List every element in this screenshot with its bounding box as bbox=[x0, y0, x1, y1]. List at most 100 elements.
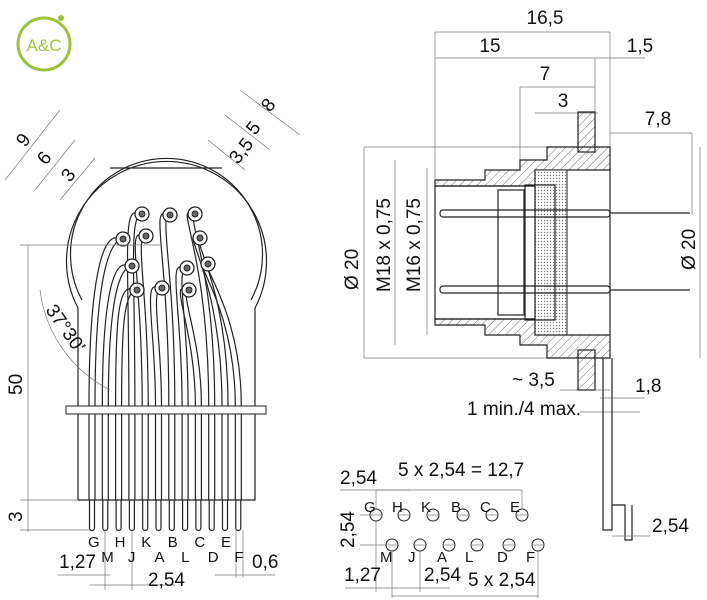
trace bbox=[101, 264, 130, 407]
dim-diameter-left: Ø 20 bbox=[342, 249, 363, 290]
dim-3-5: 3,5 bbox=[225, 134, 258, 168]
solder-pin bbox=[102, 500, 109, 532]
solder-pin bbox=[182, 500, 189, 532]
dim-3-5-side: ~ 3,5 bbox=[512, 370, 555, 391]
pcb-label: M bbox=[380, 549, 393, 566]
trace bbox=[149, 286, 160, 407]
dim-1-5: 1,5 bbox=[627, 36, 653, 57]
dim-height: 50 bbox=[6, 374, 27, 395]
contact-hole-center bbox=[185, 286, 193, 294]
trace bbox=[115, 288, 135, 407]
solder-pin bbox=[155, 500, 162, 532]
contact-hole-center bbox=[166, 211, 174, 219]
pin-label: M bbox=[101, 549, 114, 566]
pcb-label: C bbox=[480, 499, 491, 516]
contact-hole-center bbox=[158, 284, 166, 292]
pcb-row-pitch: 2,54 bbox=[340, 468, 377, 489]
trace bbox=[121, 289, 141, 407]
contact-hole-center bbox=[196, 234, 204, 242]
pcb-total: 5 x 2,54 = 12,7 bbox=[398, 460, 524, 481]
pin-traces bbox=[88, 212, 242, 500]
pin-label: C bbox=[194, 534, 205, 551]
pin-label: B bbox=[168, 534, 178, 551]
solder-pin bbox=[115, 500, 122, 532]
solder-pin bbox=[168, 500, 175, 532]
pin-label: L bbox=[181, 549, 189, 566]
pcb-label: A bbox=[437, 549, 447, 566]
dim-7-8: 7,8 bbox=[645, 109, 671, 130]
pcb-offset: 1,27 bbox=[344, 565, 381, 586]
pin-label: G bbox=[88, 534, 100, 551]
dim-8: 8 bbox=[257, 95, 280, 116]
pin-label: H bbox=[115, 534, 126, 551]
trace bbox=[175, 266, 185, 407]
logo: A&C bbox=[16, 15, 72, 72]
dim-2-54: 2,54 bbox=[148, 570, 185, 591]
pcb-label: E bbox=[510, 499, 520, 516]
trace bbox=[88, 237, 121, 407]
pcb-label: B bbox=[451, 499, 461, 516]
contact-hole-center bbox=[142, 232, 150, 240]
trace bbox=[159, 213, 170, 407]
pcb-label: D bbox=[497, 549, 508, 566]
dim-thread-inner: M16 x 0,75 bbox=[404, 198, 425, 292]
contact-holes bbox=[115, 206, 216, 298]
contact-hole-center bbox=[133, 286, 141, 294]
pcb-label: K bbox=[421, 499, 431, 516]
dim-3-angled: 3 bbox=[57, 165, 80, 186]
trace bbox=[155, 287, 166, 407]
dim-5: 5 bbox=[242, 118, 265, 139]
pcb-label: G bbox=[364, 499, 376, 516]
pin-label: E bbox=[221, 534, 231, 551]
dim-1-27: 1,27 bbox=[59, 552, 96, 573]
pcb-label: F bbox=[526, 549, 535, 566]
dim-bracket: 2,54 bbox=[652, 516, 689, 537]
pin-label: F bbox=[234, 549, 243, 566]
dim-1-8: 1,8 bbox=[635, 376, 661, 397]
dim-6: 6 bbox=[33, 148, 56, 169]
pin-label: D bbox=[208, 549, 219, 566]
contact-hole-center bbox=[128, 262, 136, 270]
solder-pin bbox=[221, 500, 229, 532]
solder-pin bbox=[142, 500, 149, 532]
solder-pin bbox=[235, 500, 242, 532]
dim-3: 3 bbox=[558, 91, 569, 112]
dim-0-6: 0,6 bbox=[252, 552, 278, 573]
pcb-row-spacing: 2,54 bbox=[338, 511, 359, 548]
dim-angle: 37°30' bbox=[41, 301, 89, 357]
contact-hole-center bbox=[191, 210, 199, 218]
solder-pin bbox=[88, 500, 96, 532]
pcb-label: J bbox=[408, 549, 416, 566]
trace bbox=[126, 212, 140, 407]
dim-15: 15 bbox=[479, 36, 500, 57]
pin-label: A bbox=[155, 549, 165, 566]
dim-panel: 1 min./4 max. bbox=[467, 399, 581, 420]
logo-text: A&C bbox=[27, 36, 62, 55]
solder-pin bbox=[208, 500, 215, 532]
trace bbox=[185, 289, 202, 407]
pin-label: J bbox=[128, 549, 135, 566]
pcb-total-bottom: 5 x 2,54 bbox=[468, 570, 536, 591]
solder-pins bbox=[88, 500, 242, 532]
dim-16-5: 16,5 bbox=[527, 8, 564, 29]
contact-hole-center bbox=[119, 235, 127, 243]
dim-diameter-right: Ø 20 bbox=[679, 229, 700, 270]
contact-hole-center bbox=[204, 260, 212, 268]
pcb-pitch-bottom: 2,54 bbox=[424, 565, 461, 586]
side-view: 16,5 15 1,5 7 3 7,8 Ø 20 M18 x 0,75 M16 … bbox=[342, 8, 701, 541]
dim-7: 7 bbox=[540, 64, 551, 85]
dim-pin-length: 3 bbox=[6, 511, 27, 522]
trace bbox=[165, 214, 176, 407]
pcb-label: L bbox=[465, 549, 473, 566]
pin-label: K bbox=[141, 534, 151, 551]
dim-9: 9 bbox=[12, 130, 35, 151]
contact-hole-center bbox=[138, 210, 146, 218]
dim-thread-outer: M18 x 0,75 bbox=[374, 198, 395, 292]
solder-pin bbox=[195, 500, 202, 532]
